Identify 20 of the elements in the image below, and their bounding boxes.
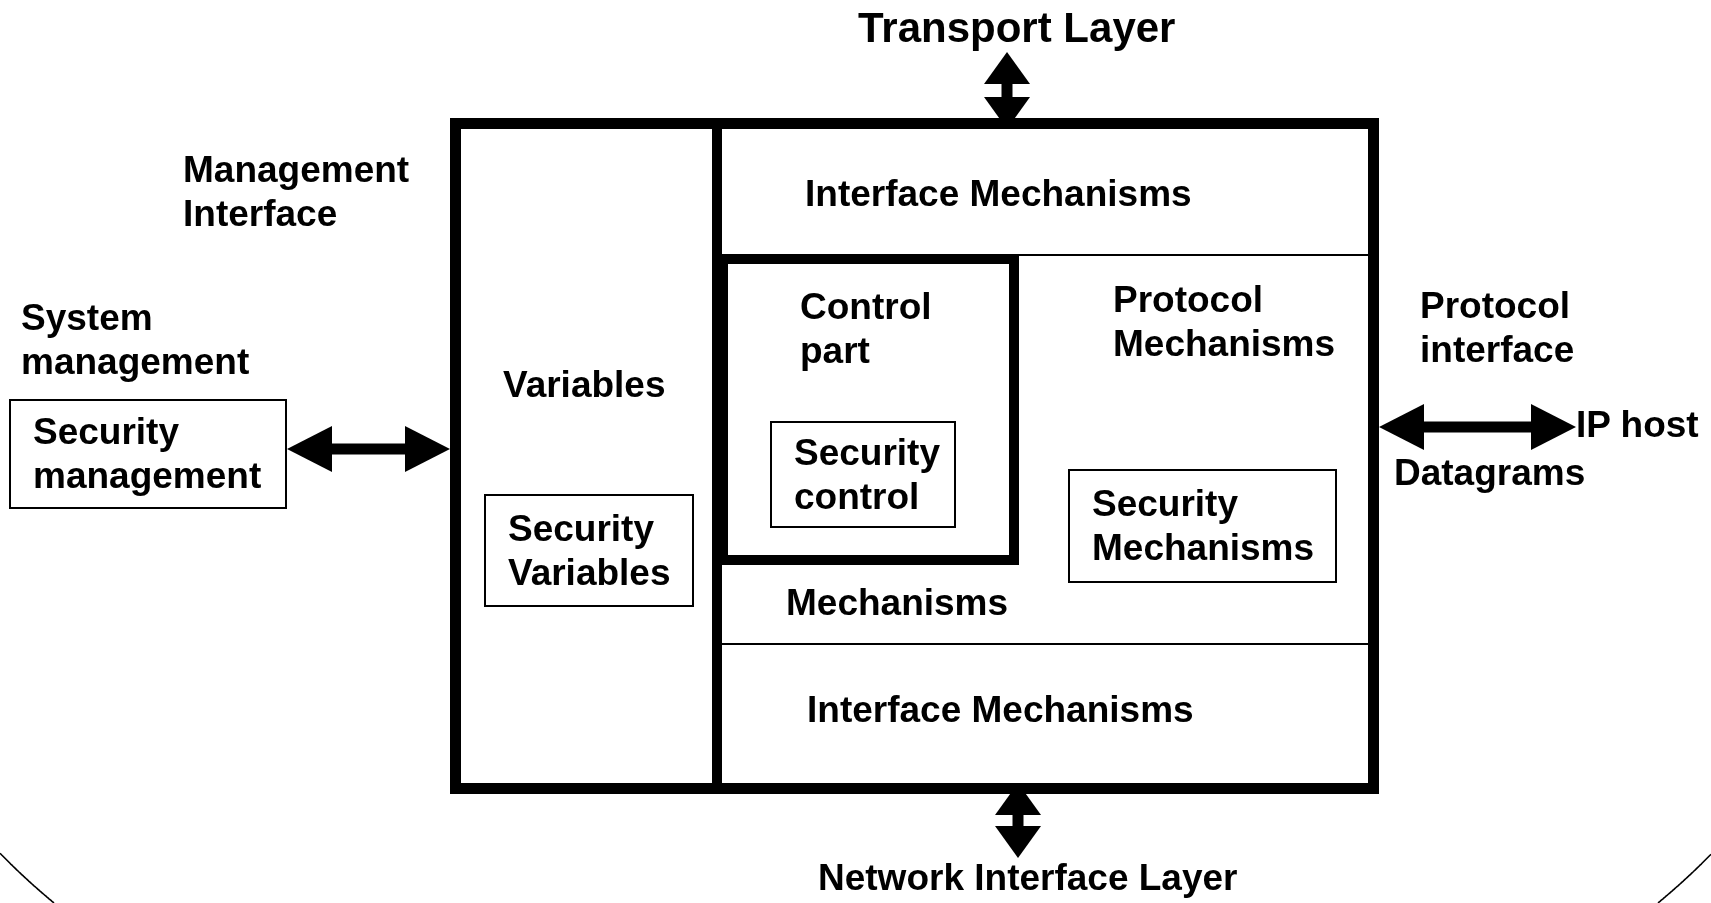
group-label: System management (21, 296, 251, 384)
band-label: Mechanisms (786, 581, 1009, 625)
section-label: Variables (503, 363, 666, 407)
band-label: Interface Mechanisms (805, 172, 1192, 216)
layer-label: Network Interface Layer (818, 858, 1238, 898)
double-arrow (287, 426, 450, 472)
band-label: Protocol Mechanisms (1113, 278, 1337, 366)
module-box (450, 118, 1379, 794)
layer-label: Transport Layer (858, 4, 1176, 52)
double-arrow (1379, 404, 1576, 450)
component-box: Security Variables (484, 494, 694, 607)
annotation-label: Protocol interface (1420, 284, 1576, 372)
host-label: IP host (1576, 403, 1699, 447)
annotation-label: Management Interface (183, 148, 411, 236)
component-box: Security Mechanisms (1068, 469, 1337, 583)
box-title: Control part (800, 285, 933, 373)
component-box: Security control (770, 421, 956, 528)
band-label: Interface Mechanisms (807, 688, 1194, 732)
control-box (722, 254, 1019, 565)
component-box: Security management (9, 399, 287, 509)
